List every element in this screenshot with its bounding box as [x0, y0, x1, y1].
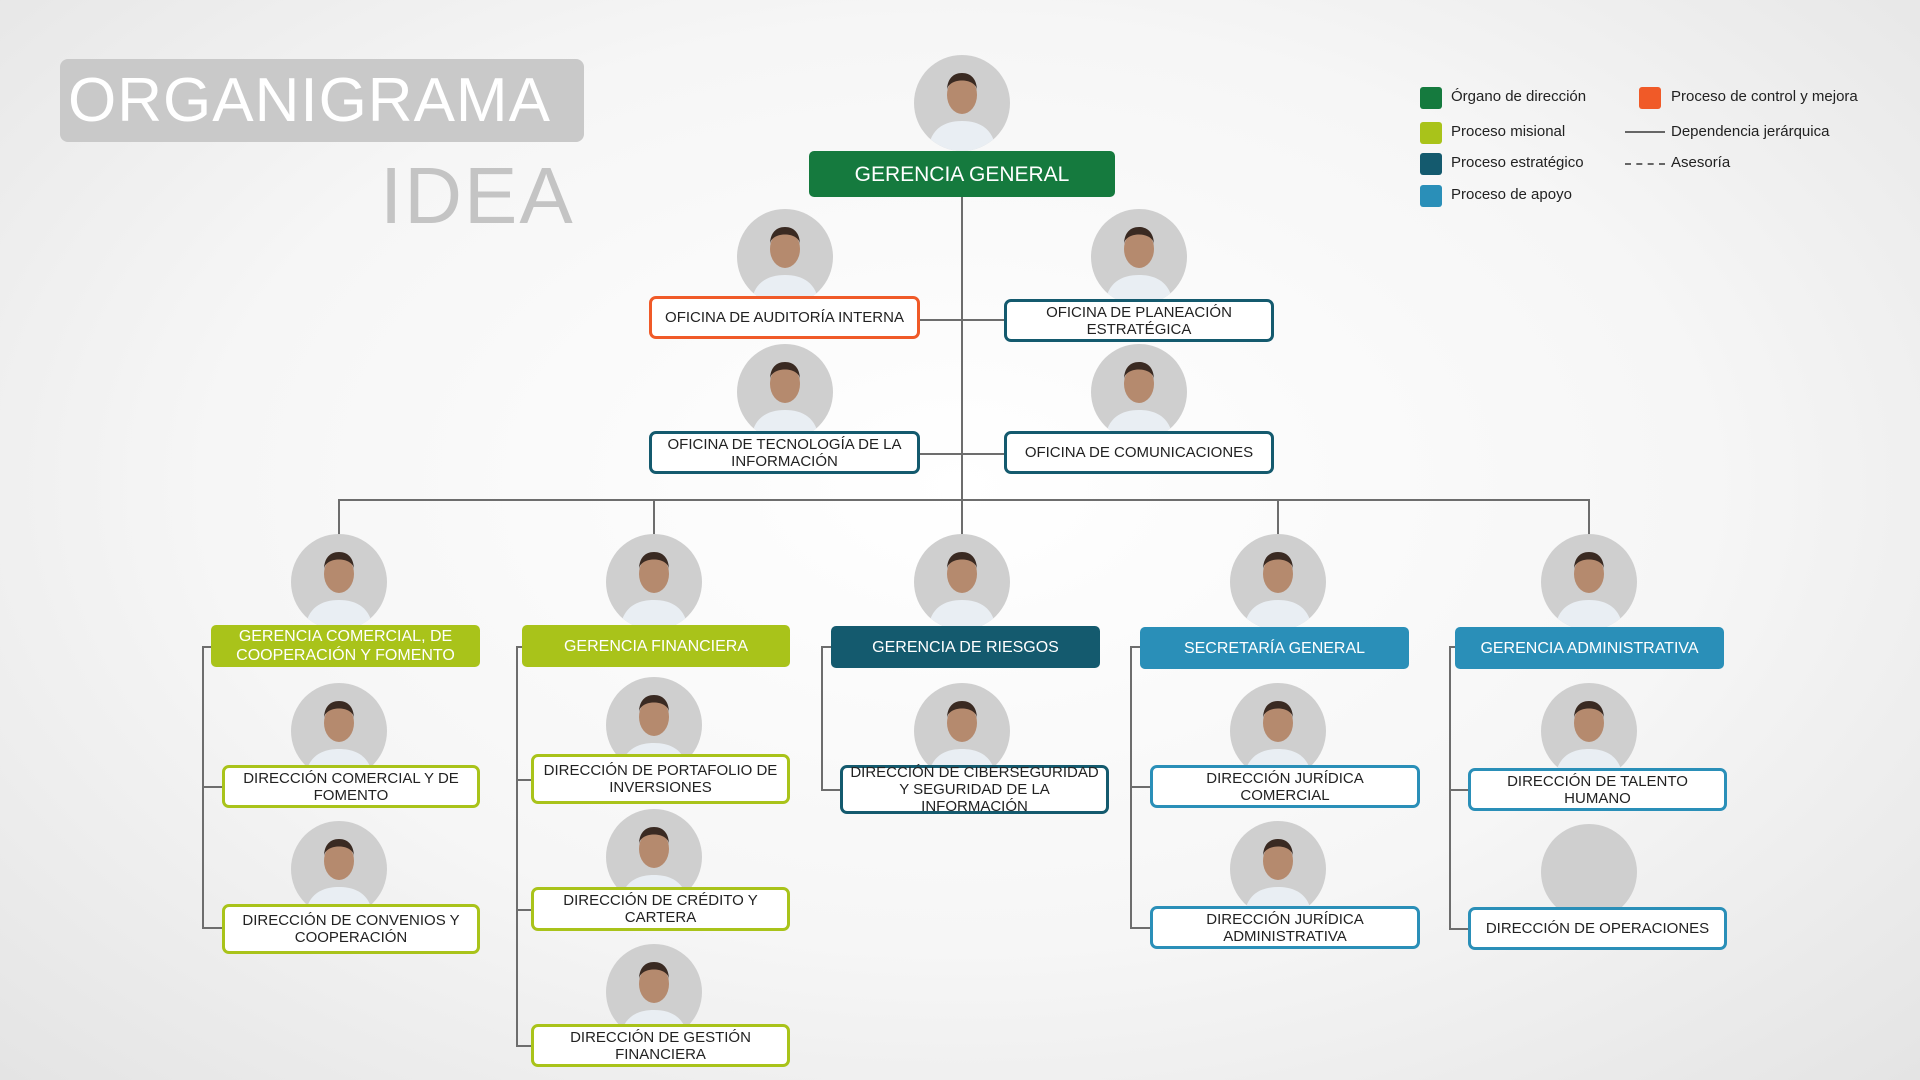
- person-photo-icon: [928, 73, 996, 151]
- gerencia-administrativa-box[interactable]: GERENCIA ADMINISTRATIVA: [1455, 627, 1724, 669]
- connector: [821, 789, 840, 791]
- planeacion-box[interactable]: OFICINA DE PLANEACIÓN ESTRATÉGICA: [1004, 299, 1274, 342]
- connector: [961, 499, 963, 541]
- connector: [516, 1045, 531, 1047]
- connector: [821, 646, 823, 791]
- direccion-gestion-financiera-box[interactable]: DIRECCIÓN DE GESTIÓN FINANCIERA: [531, 1024, 790, 1067]
- person-photo-icon: [1555, 701, 1623, 779]
- connector: [1449, 646, 1451, 930]
- person-photo-icon: [305, 552, 373, 630]
- person-photo-icon: [620, 552, 688, 630]
- connector: [1130, 927, 1150, 929]
- avatar: [291, 821, 387, 917]
- connector: [516, 646, 524, 648]
- connector: [202, 646, 212, 648]
- connector: [516, 646, 518, 1046]
- legend-label: Órgano de dirección: [1451, 88, 1587, 105]
- person-photo-icon: [751, 227, 819, 305]
- connector: [920, 453, 1004, 455]
- person-photo-icon: [1555, 552, 1623, 630]
- connector: [653, 499, 655, 541]
- organization-name: IDEA: [380, 151, 575, 240]
- direccion-operaciones-box[interactable]: DIRECCIÓN DE OPERACIONES: [1468, 907, 1727, 950]
- avatar: [1230, 821, 1326, 917]
- avatar: [1541, 534, 1637, 630]
- person-photo-icon: [928, 552, 996, 630]
- avatar: [737, 209, 833, 305]
- avatar: [606, 534, 702, 630]
- auditoria-box[interactable]: OFICINA DE AUDITORÍA INTERNA: [649, 296, 920, 339]
- avatar-gerente-general: [914, 55, 1010, 151]
- person-photo-icon: [1244, 552, 1312, 630]
- connector: [1130, 646, 1140, 648]
- avatar: [291, 534, 387, 630]
- legend-label: Dependencia jerárquica: [1671, 123, 1830, 140]
- gerencia-general-box[interactable]: GERENCIA GENERAL: [809, 151, 1115, 197]
- avatar-placeholder: [1541, 824, 1637, 920]
- direccion-ciberseguridad-box[interactable]: DIRECCIÓN DE CIBERSEGURIDAD Y SEGURIDAD …: [840, 764, 1109, 815]
- direccion-convenios-box[interactable]: DIRECCIÓN DE CONVENIOS Y COOPERACIÓN: [222, 904, 480, 954]
- avatar: [1230, 534, 1326, 630]
- person-photo-icon: [305, 839, 373, 917]
- direccion-credito-box[interactable]: DIRECCIÓN DE CRÉDITO Y CARTERA: [531, 887, 790, 931]
- gerencia-comercial-box[interactable]: GERENCIA COMERCIAL, DE COOPERACIÓN Y FOM…: [211, 625, 480, 667]
- comunicaciones-box[interactable]: OFICINA DE COMUNICACIONES: [1004, 431, 1274, 474]
- avatar: [1091, 209, 1187, 305]
- connector: [920, 319, 1004, 321]
- trunk-line: [961, 197, 963, 501]
- connector: [1130, 786, 1150, 788]
- page-title: ORGANIGRAMA: [60, 59, 584, 142]
- avatar: [1091, 344, 1187, 440]
- legend-solid-line: [1625, 131, 1665, 133]
- tecnologia-box[interactable]: OFICINA DE TECNOLOGÍA DE LA INFORMACIÓN: [649, 431, 920, 474]
- person-photo-icon: [1105, 227, 1173, 305]
- avatar: [1541, 683, 1637, 779]
- gerencia-financiera-box[interactable]: GERENCIA FINANCIERA: [522, 625, 790, 667]
- legend-swatch-organo: [1420, 87, 1442, 109]
- connector: [516, 779, 531, 781]
- secretaria-general-box[interactable]: SECRETARÍA GENERAL: [1140, 627, 1409, 669]
- legend-dashed-line: [1625, 163, 1665, 165]
- connector: [516, 909, 531, 911]
- legend-label: Proceso de apoyo: [1451, 186, 1572, 203]
- connector: [821, 646, 831, 648]
- main-horizontal-line: [339, 499, 1590, 501]
- connector: [1588, 499, 1590, 541]
- person-photo-icon: [751, 362, 819, 440]
- person-photo-icon: [1105, 362, 1173, 440]
- direccion-comercial-box[interactable]: DIRECCIÓN COMERCIAL Y DE FOMENTO: [222, 765, 480, 808]
- legend-label: Proceso estratégico: [1451, 154, 1584, 171]
- gerencia-riesgos-box[interactable]: GERENCIA DE RIESGOS: [831, 626, 1100, 668]
- connector: [202, 786, 222, 788]
- connector: [1449, 789, 1468, 791]
- connector: [338, 499, 340, 541]
- direccion-juridica-administrativa-box[interactable]: DIRECCIÓN JURÍDICA ADMINISTRATIVA: [1150, 906, 1420, 949]
- connector: [1277, 499, 1279, 541]
- legend-swatch-control: [1639, 87, 1661, 109]
- legend-label: Asesoría: [1671, 154, 1731, 171]
- person-photo-icon: [1244, 839, 1312, 917]
- connector: [1449, 646, 1455, 648]
- direccion-talento-humano-box[interactable]: DIRECCIÓN DE TALENTO HUMANO: [1468, 768, 1727, 811]
- legend-label: Proceso misional: [1451, 123, 1566, 140]
- avatar: [914, 534, 1010, 630]
- connector: [1449, 928, 1468, 930]
- legend-label: Proceso de control y mejora: [1671, 88, 1858, 105]
- connector: [202, 927, 222, 929]
- direccion-juridica-comercial-box[interactable]: DIRECCIÓN JURÍDICA COMERCIAL: [1150, 765, 1420, 808]
- legend-swatch-apoyo: [1420, 185, 1442, 207]
- legend-swatch-misional: [1420, 122, 1442, 144]
- legend-swatch-estrategico: [1420, 153, 1442, 175]
- avatar: [737, 344, 833, 440]
- direccion-portafolio-box[interactable]: DIRECCIÓN DE PORTAFOLIO DE INVERSIONES: [531, 754, 790, 804]
